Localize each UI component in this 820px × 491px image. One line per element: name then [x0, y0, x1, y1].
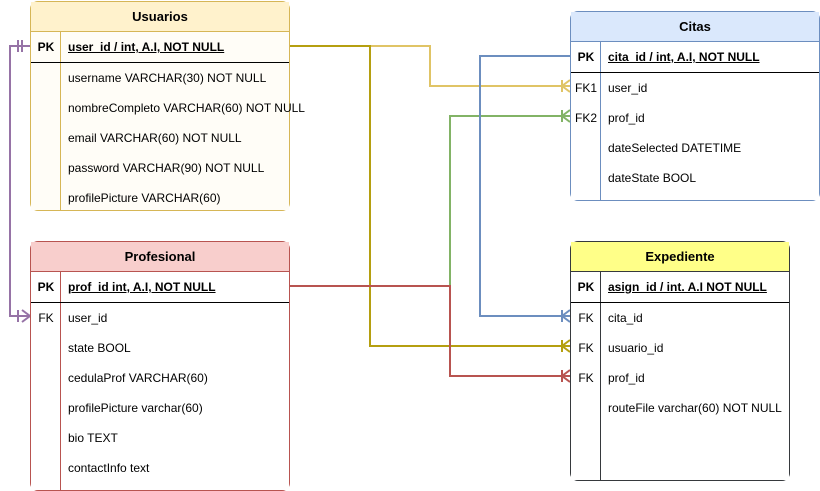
table-row[interactable]: PK asign_id / int. A.I NOT NULL	[571, 272, 789, 303]
table-profesional[interactable]: Profesional PK prof_id int, A.I, NOT NULL…	[30, 241, 290, 491]
table-row[interactable]: FK1 user_id	[571, 73, 819, 103]
key-label	[31, 423, 61, 453]
key-label: PK	[37, 280, 55, 294]
link-citas-expediente	[479, 55, 571, 323]
table-row[interactable]: PK prof_id int, A.I, NOT NULL	[31, 272, 289, 303]
key-column-divider	[600, 42, 601, 200]
table-title: Expediente	[571, 242, 789, 272]
field-label: bio TEXT	[68, 431, 118, 445]
table-title: Citas	[571, 12, 819, 42]
key-label: PK	[577, 280, 595, 294]
table-usuarios[interactable]: Usuarios PK user_id / int, A.I, NOT NULL …	[30, 1, 305, 213]
table-title: Usuarios	[31, 2, 289, 32]
link-usuarios-profesional	[9, 40, 32, 323]
key-label: FK1	[574, 81, 597, 95]
key-label	[31, 153, 61, 183]
field-label: cita_id / int, A.I, NOT NULL	[608, 50, 760, 64]
field-label: password VARCHAR(90) NOT NULL	[68, 161, 265, 175]
key-column-divider	[60, 32, 61, 210]
table-row[interactable]: profilePicture varchar(60)	[31, 393, 289, 423]
table-row[interactable]: nombreCompleto VARCHAR(60) NOT NULL	[31, 93, 305, 123]
table-body	[571, 42, 819, 200]
key-label	[31, 63, 61, 93]
field-label: cedulaProf VARCHAR(60)	[68, 371, 208, 385]
table-row[interactable]: contactInfo text	[31, 453, 289, 483]
field-label: contactInfo text	[68, 461, 150, 475]
field-label: username VARCHAR(30) NOT NULL	[68, 71, 267, 85]
link-profesional-expediente	[290, 285, 571, 383]
field-label: prof_id	[608, 111, 645, 125]
field-label: asign_id / int. A.I NOT NULL	[608, 280, 767, 294]
key-label	[31, 363, 61, 393]
key-label	[571, 163, 601, 193]
table-row[interactable]: FK cita_id	[571, 303, 789, 333]
key-label	[571, 393, 601, 423]
link-usuarios-citas	[290, 45, 571, 93]
field-label: dateState BOOL	[608, 171, 697, 185]
key-label: PK	[37, 40, 55, 54]
table-rows: PK asign_id / int. A.I NOT NULL FK cita_id…	[571, 272, 789, 480]
key-label: FK	[578, 311, 594, 325]
field-label: user_id / int, A.I, NOT NULL	[68, 40, 225, 54]
field-label: email VARCHAR(60) NOT NULL	[68, 131, 242, 145]
table-row[interactable]: routeFile varchar(60) NOT NULL	[571, 393, 789, 423]
table-row[interactable]: FK usuario_id	[571, 333, 789, 363]
key-label: FK	[38, 311, 54, 325]
table-rows: PK user_id / int, A.I, NOT NULL username …	[31, 32, 305, 213]
table-row[interactable]: bio TEXT	[31, 423, 289, 453]
table-row[interactable]: email VARCHAR(60) NOT NULL	[31, 123, 289, 153]
table-row[interactable]: FK user_id	[31, 303, 289, 333]
key-label	[31, 93, 61, 123]
field-label: routeFile varchar(60) NOT NULL	[608, 401, 782, 415]
table-row[interactable]: FK prof_id	[571, 363, 789, 393]
table-row[interactable]: profilePicture VARCHAR(60)	[31, 183, 289, 213]
link-usuarios-expediente	[290, 45, 571, 353]
table-row[interactable]: cedulaProf VARCHAR(60)	[31, 363, 289, 393]
field-label: user_id	[68, 311, 108, 325]
table-title: Profesional	[31, 242, 289, 272]
table-row[interactable]: username VARCHAR(30) NOT NULL	[31, 63, 289, 93]
key-label	[31, 333, 61, 363]
table-body	[31, 272, 289, 490]
table-rows: PK prof_id int, A.I, NOT NULL FK user_id s…	[31, 272, 289, 490]
key-label: FK	[578, 341, 594, 355]
key-label: FK	[578, 371, 594, 385]
field-label: prof_id int, A.I, NOT NULL	[68, 280, 216, 294]
field-label: usuario_id	[608, 341, 664, 355]
field-label: cita_id	[608, 311, 643, 325]
table-body	[571, 272, 789, 480]
key-column-divider	[60, 272, 61, 490]
key-label: FK2	[574, 111, 597, 125]
link-profesional-citas	[449, 109, 571, 286]
table-body	[31, 32, 289, 210]
table-row[interactable]: dateSelected DATETIME	[571, 133, 819, 163]
table-row[interactable]: password VARCHAR(90) NOT NULL	[31, 153, 289, 183]
table-row[interactable]: FK2 prof_id	[571, 103, 819, 133]
table-row[interactable]: PK user_id / int, A.I, NOT NULL	[31, 32, 289, 63]
table-expediente[interactable]: Expediente PK asign_id / int. A.I NOT NUL…	[570, 241, 790, 481]
table-row[interactable]: state BOOL	[31, 333, 289, 363]
key-label	[571, 133, 601, 163]
field-label: prof_id	[608, 371, 645, 385]
field-label: profilePicture varchar(60)	[68, 401, 203, 415]
table-citas[interactable]: Citas PK cita_id / int, A.I, NOT NULL FK1…	[570, 11, 820, 201]
key-label	[31, 183, 61, 213]
key-column-divider	[600, 272, 601, 480]
field-label: nombreCompleto VARCHAR(60) NOT NULL	[68, 101, 305, 115]
key-label: PK	[577, 50, 595, 64]
key-label	[31, 453, 61, 483]
field-label: profilePicture VARCHAR(60)	[68, 191, 221, 205]
key-label	[31, 393, 61, 423]
table-row[interactable]: dateState BOOL	[571, 163, 819, 193]
table-row[interactable]: PK cita_id / int, A.I, NOT NULL	[571, 42, 819, 73]
field-label: dateSelected DATETIME	[608, 141, 742, 155]
field-label: user_id	[608, 81, 648, 95]
table-rows: PK cita_id / int, A.I, NOT NULL FK1 user_i…	[571, 42, 819, 200]
key-label	[31, 123, 61, 153]
field-label: state BOOL	[68, 341, 131, 355]
